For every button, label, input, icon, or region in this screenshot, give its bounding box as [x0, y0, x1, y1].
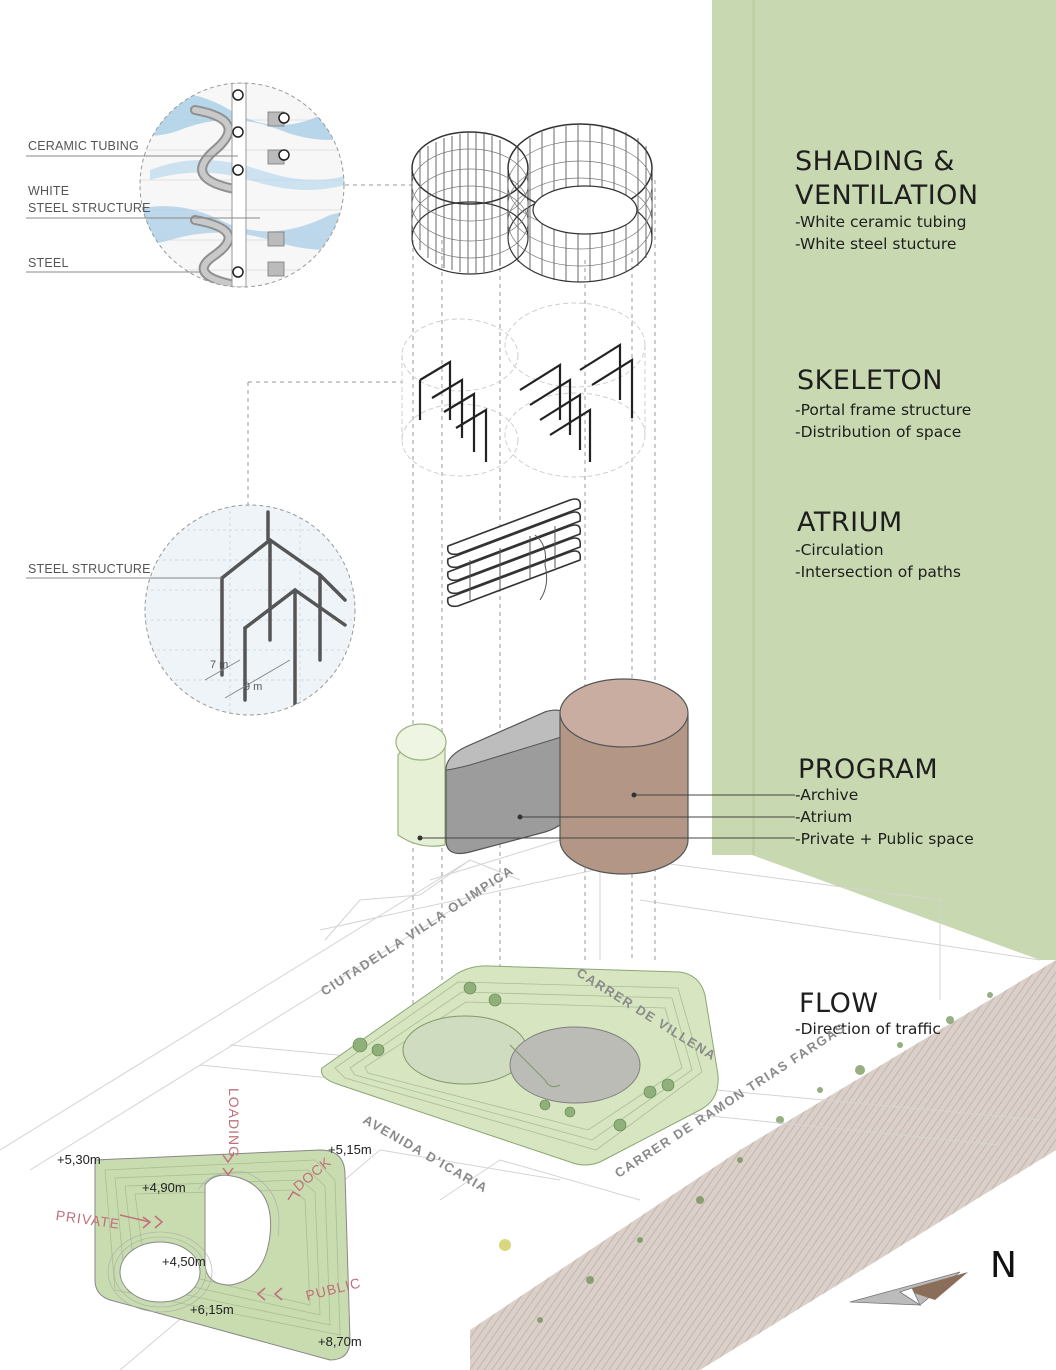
vegetation-dots: [499, 992, 993, 1323]
layer-item: -Distribution of space: [795, 423, 962, 441]
layer-item: -White steel stucture: [795, 235, 957, 253]
elevation-label: +5,15m: [328, 1142, 372, 1157]
callout-ceramic-tubing: CERAMIC TUBING: [28, 139, 139, 153]
layer-item: -Circulation: [795, 541, 884, 559]
layer-items-atrium: -Circulation -Intersection of paths: [795, 539, 961, 583]
callout-white-steel-line2: STEEL STRUCTURE: [28, 201, 151, 215]
layer-items-program: -Archive -Atrium -Private + Public space: [795, 784, 974, 850]
flow-label-loading: LOADING: [226, 1088, 242, 1159]
layer-title-shading-line1: SHADING &: [795, 146, 955, 177]
callout-steel-structure: STEEL STRUCTURE: [28, 562, 151, 576]
north-label: N: [990, 1245, 1017, 1286]
skeleton-model: [401, 302, 646, 478]
layer-item: -Private + Public space: [795, 830, 974, 848]
layer-items-shading: -White ceramic tubing -White steel stuct…: [795, 211, 966, 255]
atrium-ramps-model: [446, 498, 582, 608]
layer-title-shading-line2: VENTILATION: [795, 180, 979, 211]
green-background-band: [712, 0, 1056, 960]
program-volumes: [395, 678, 795, 875]
dimension-9m: 9 m: [244, 681, 263, 693]
elevation-label: +4,50m: [162, 1254, 206, 1269]
site-park: [320, 965, 719, 1166]
detail-circle-steel: [145, 505, 355, 715]
layer-title-atrium: ATRIUM: [797, 507, 903, 538]
callout-steel: STEEL: [28, 256, 69, 270]
elevation-label: +8,70m: [318, 1334, 362, 1349]
shading-ventilation-model: [411, 123, 653, 283]
layer-title-program: PROGRAM: [798, 754, 939, 785]
callout-white-steel-line1: WHITE: [28, 184, 70, 198]
layer-title-flow: FLOW: [799, 988, 879, 1019]
site-plan-inset: [94, 1149, 351, 1361]
terrain-strip: [470, 960, 1056, 1370]
layer-item: -Intersection of paths: [795, 563, 961, 581]
dimension-7m: 7 m: [210, 659, 229, 671]
north-arrow-icon: [849, 1271, 968, 1307]
elevation-label: +5,30m: [57, 1152, 101, 1167]
layer-items-flow: -Direction of traffic: [795, 1018, 941, 1040]
elevation-label: +4,90m: [142, 1180, 186, 1195]
layer-item: -White ceramic tubing: [795, 213, 967, 231]
layer-title-skeleton: SKELETON: [797, 365, 943, 396]
ceramic-callout-lines: [26, 155, 260, 273]
layer-item: -Direction of traffic: [795, 1020, 941, 1038]
layer-item: -Atrium: [795, 808, 853, 826]
layer-items-skeleton: -Portal frame structure -Distribution of…: [795, 399, 971, 443]
detail-circle-ceramic: [140, 83, 344, 287]
layer-item: -Portal frame structure: [795, 401, 972, 419]
elevation-label: +6,15m: [190, 1302, 234, 1317]
layer-item: -Archive: [795, 786, 859, 804]
